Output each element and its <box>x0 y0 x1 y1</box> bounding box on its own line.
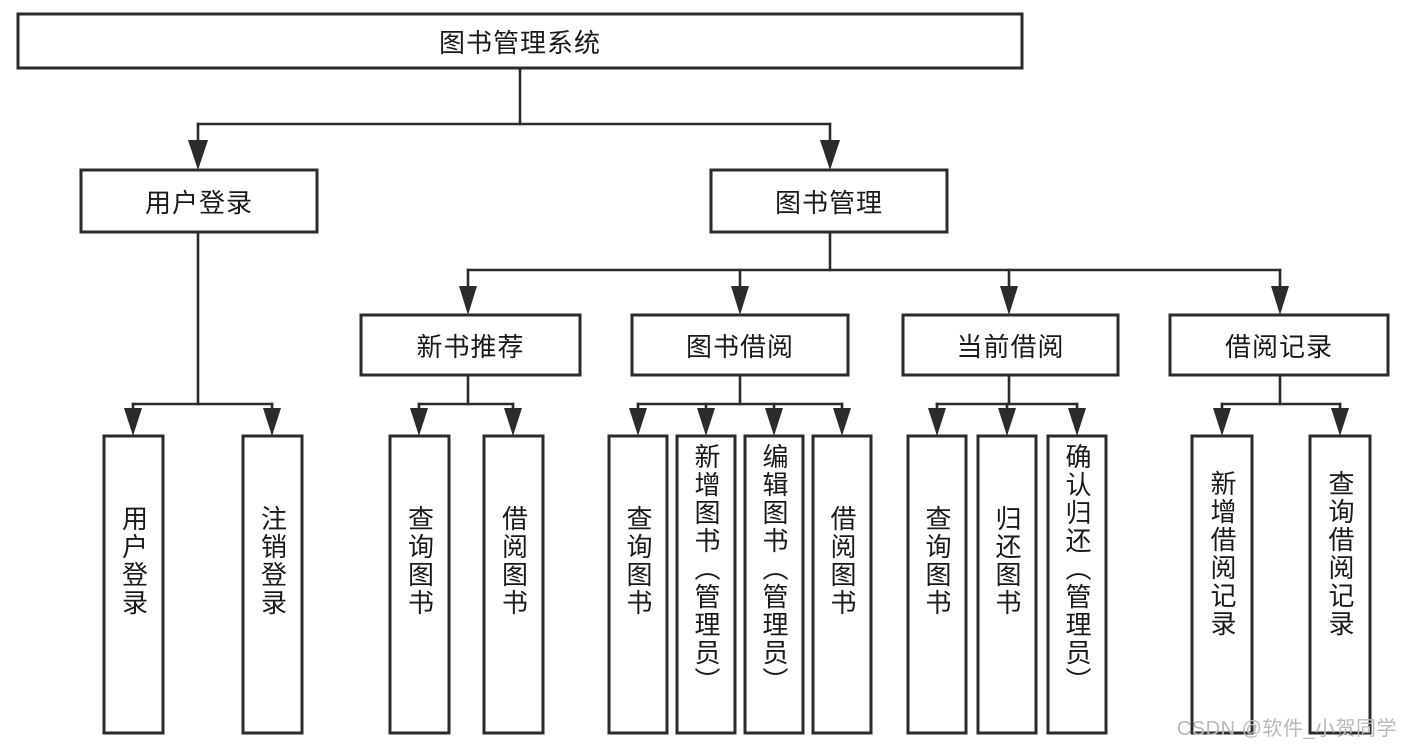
leaf-box-cb-1[interactable] <box>906 434 968 735</box>
arrowhead-cb-leaf-1 <box>928 408 946 436</box>
arrowhead-nbr-leaf-2 <box>504 408 522 436</box>
arrowhead-leaf-user-login <box>124 408 142 436</box>
connector-group-root-to-level2 <box>188 66 840 170</box>
leaf-box-br-1[interactable] <box>1190 434 1254 735</box>
arrowhead-nbr-leaf-1 <box>410 408 428 436</box>
arrowhead-cb-leaf-2 <box>998 408 1016 436</box>
connector-group-book-manage-to-level3 <box>459 230 1289 315</box>
leaf-box-nbr-1[interactable] <box>388 434 451 735</box>
arrowhead-book-manage <box>820 140 840 170</box>
leaf-box-user-login-1[interactable] <box>102 434 165 735</box>
connector-group-new-book-recommend-to-leaves <box>410 373 522 436</box>
node-box-root[interactable] <box>16 12 1024 70</box>
arrowhead-bb-leaf-2 <box>697 408 715 436</box>
connector-group-user-login-to-leaves <box>124 230 281 436</box>
watermark-text: CSDN @软件_小贺同学 <box>1176 718 1397 740</box>
arrowhead-leaf-logout <box>263 408 281 436</box>
leaf-box-nbr-2[interactable] <box>482 434 545 735</box>
node-box-book-borrow[interactable] <box>630 313 850 377</box>
arrowhead-bb-leaf-4 <box>833 408 851 436</box>
node-box-new-book-recommend[interactable] <box>359 313 582 377</box>
leaf-box-bb-4[interactable] <box>811 434 873 735</box>
arrowhead-bb-leaf-3 <box>765 408 783 436</box>
leaf-box-br-2[interactable] <box>1308 434 1372 735</box>
arrowhead-cb-leaf-3 <box>1068 408 1086 436</box>
leaf-box-cb-3[interactable] <box>1046 434 1108 735</box>
arrowhead-br-leaf-2 <box>1331 408 1349 436</box>
arrowhead-borrow-record <box>1271 286 1289 315</box>
leaf-box-bb-1[interactable] <box>607 434 669 735</box>
arrowhead-current-borrow <box>1000 286 1018 315</box>
node-box-user-login[interactable] <box>79 168 319 234</box>
arrowhead-br-leaf-1 <box>1213 408 1231 436</box>
leaf-box-bb-2[interactable] <box>675 434 737 735</box>
arrowhead-new-book-recommend <box>459 286 477 315</box>
connector-group-borrow-record-to-leaves <box>1213 373 1349 436</box>
leaf-box-cb-2[interactable] <box>976 434 1038 735</box>
leaf-box-bb-3[interactable] <box>743 434 805 735</box>
arrowhead-bb-leaf-1 <box>629 408 647 436</box>
connector-group-book-borrow-to-leaves <box>629 373 851 436</box>
arrowhead-user-login <box>188 140 208 170</box>
leaf-box-user-login-2[interactable] <box>241 434 304 735</box>
connector-group-current-borrow-to-leaves <box>928 373 1086 436</box>
node-box-book-manage[interactable] <box>709 168 949 234</box>
node-box-current-borrow[interactable] <box>901 313 1120 377</box>
arrowhead-book-borrow <box>731 286 749 315</box>
node-box-borrow-record[interactable] <box>1168 313 1390 377</box>
